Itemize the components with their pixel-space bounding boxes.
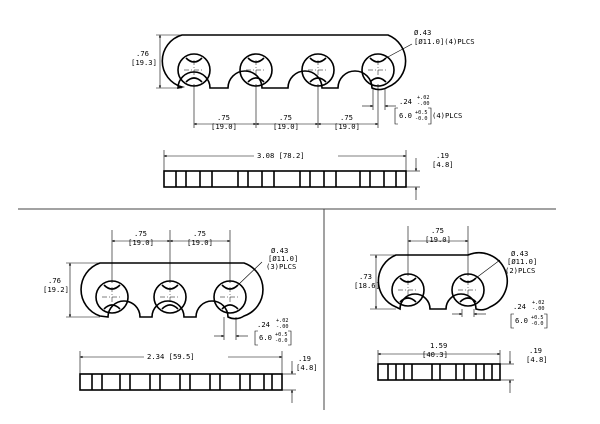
three-thickness-inch: .19 bbox=[298, 354, 311, 363]
clip-outline-four bbox=[161, 34, 407, 91]
two-slot-mm: 6.0 bbox=[515, 316, 528, 325]
three-pitch-1-mm: [19.0] bbox=[128, 238, 154, 247]
two-thickness-mm: [4.8] bbox=[526, 355, 548, 364]
four-hole-clip-side: 3.08 [78.2] .19 [4.8] bbox=[163, 150, 454, 200]
two-height-mm: [18.6] bbox=[354, 281, 380, 290]
two-pitch-mm: [19.0] bbox=[425, 235, 451, 244]
four-thickness-inch: .19 bbox=[436, 151, 449, 160]
three-hole-dia-inch: Ø.43 bbox=[271, 246, 288, 255]
two-hole-dia-mm: [Ø11.0] bbox=[507, 257, 537, 266]
three-slot-tol-mm-minus: -0.0 bbox=[275, 338, 288, 344]
three-hole-dia-mm: [Ø11.0] bbox=[268, 254, 298, 263]
two-hole-clip-side: 1.59 [40.3] .19 [4.8] bbox=[377, 341, 548, 393]
two-length-mm: [40.3] bbox=[422, 350, 448, 359]
two-hole-plcs: (2)PLCS bbox=[505, 266, 535, 275]
four-pitch-2-inch: .75 bbox=[279, 113, 292, 122]
three-length: 2.34 [59.5] bbox=[147, 352, 195, 361]
side-bar-four bbox=[163, 170, 407, 188]
four-hole-dia-mm: [Ø11.0](4)PLCS bbox=[414, 37, 475, 46]
three-slot-tol-mm-plus: +0.5 bbox=[275, 332, 288, 338]
four-pitch-3-inch: .75 bbox=[340, 113, 353, 122]
four-hole-dia-inch: Ø.43 bbox=[414, 28, 431, 37]
two-slot-tol-inch-minus: -.00 bbox=[532, 306, 545, 312]
four-slot-mm: 6.0 bbox=[399, 111, 412, 120]
three-hole-clip-side: 2.34 [59.5] .19 [4.8] bbox=[79, 351, 318, 403]
four-slot-inch: .24 bbox=[399, 97, 412, 106]
two-slot-inch: .24 bbox=[513, 302, 526, 311]
four-thickness-mm: [4.8] bbox=[432, 160, 454, 169]
three-slot-inch: .24 bbox=[257, 320, 270, 329]
three-pitch-2-mm: [19.0] bbox=[187, 238, 213, 247]
four-hole-clip-plan: .76 [19.3] Ø.43 [Ø11.0](4)PLCS .75 [19.0… bbox=[131, 28, 475, 131]
four-pitch-3-mm: [19.0] bbox=[334, 122, 360, 131]
two-hole-dia-inch: Ø.43 bbox=[511, 249, 528, 258]
three-height-inch: .76 bbox=[48, 276, 61, 285]
side-bar-two bbox=[377, 363, 501, 381]
two-hole-clip-plan: .75 [19.0] .73 [18.6] Ø.43 [Ø11.0] (2)PL… bbox=[354, 226, 548, 329]
clip-outline-two bbox=[377, 252, 509, 311]
four-pitch-2-mm: [19.0] bbox=[273, 122, 299, 131]
four-height-inch: .76 bbox=[136, 49, 149, 58]
two-height-inch: .73 bbox=[359, 272, 372, 281]
three-slot-tol-inch-minus: -.00 bbox=[276, 324, 289, 330]
four-slot-tol-inch-plus: +.02 bbox=[417, 95, 430, 101]
three-slot-mm: 6.0 bbox=[259, 333, 272, 342]
two-length-inch: 1.59 bbox=[430, 341, 447, 350]
four-slot-plcs: (4)PLCS bbox=[432, 111, 462, 120]
two-slot-tol-inch-plus: +.02 bbox=[532, 300, 545, 306]
four-height-mm: [19.3] bbox=[131, 58, 157, 67]
three-slot-tol-inch-plus: +.02 bbox=[276, 318, 289, 324]
two-thickness-inch: .19 bbox=[529, 346, 542, 355]
four-pitch-1-inch: .75 bbox=[217, 113, 230, 122]
three-height-mm: [19.2] bbox=[43, 285, 69, 294]
four-pitch-1-mm: [19.0] bbox=[211, 122, 237, 131]
side-bar-three bbox=[79, 373, 283, 391]
three-thickness-mm: [4.8] bbox=[296, 363, 318, 372]
two-pitch-inch: .75 bbox=[431, 226, 444, 235]
three-pitch-1-inch: .75 bbox=[134, 229, 147, 238]
four-slot-tol-mm-minus: -0.0 bbox=[415, 116, 428, 122]
clip-outline-three bbox=[80, 262, 264, 320]
four-slot-tol-mm-plus: +0.5 bbox=[415, 110, 428, 116]
four-length: 3.08 [78.2] bbox=[257, 151, 305, 160]
two-slot-tol-mm-plus: +0.5 bbox=[531, 315, 544, 321]
three-pitch-2-inch: .75 bbox=[193, 229, 206, 238]
three-hole-plcs: (3)PLCS bbox=[266, 262, 296, 271]
four-slot-tol-inch-minus: -.00 bbox=[417, 101, 430, 107]
three-hole-clip-plan: .75 [19.0] .75 [19.0] .76 [19.2] Ø.43 [Ø… bbox=[43, 229, 298, 346]
two-slot-tol-mm-minus: -0.0 bbox=[531, 321, 544, 327]
